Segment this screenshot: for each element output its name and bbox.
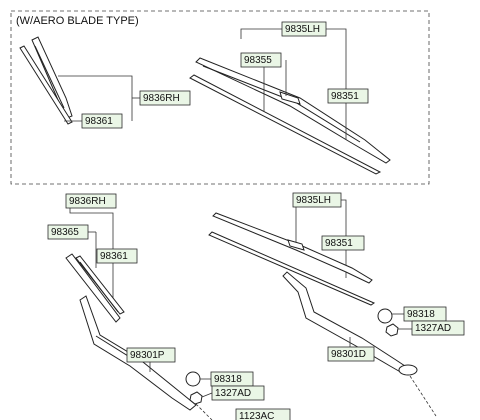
lh-cap-drawing [377, 308, 393, 324]
aero-rh-callouts [58, 75, 140, 122]
label-box-rh-arm [126, 347, 176, 363]
label-rh-refill-a: 98365 [51, 227, 79, 238]
label-box-rh-refill-b [96, 248, 138, 264]
label-box-aero-rh-blade [139, 90, 191, 106]
rh-blade-drawing [65, 253, 125, 323]
label-bolt: 1123AC [239, 411, 274, 420]
label-rh-nut: 1327AD [215, 388, 251, 399]
rh-arm-drawing [79, 295, 197, 411]
label-box-aero-rh-refill [81, 113, 123, 129]
label-box-rh-blade [65, 193, 117, 209]
label-box-aero-lh-refill [240, 52, 282, 68]
label-rh-arm: 98301P [130, 350, 165, 361]
label-rh-refill-b: 98361 [100, 251, 128, 262]
aero-group-frame [10, 10, 430, 185]
label-box-aero-lh-spacer [327, 88, 369, 104]
label-lh-cap: 98318 [407, 309, 435, 320]
lh-bolt-path [409, 375, 437, 417]
lh-callouts [295, 199, 347, 278]
label-box-lh-arm [327, 346, 375, 362]
label-lh-arm: 98301D [331, 349, 366, 360]
lh-nut-drawing [385, 323, 399, 337]
group-title: (W/AERO BLADE TYPE) [16, 15, 139, 27]
rh-bolt-path [195, 403, 213, 420]
aero-lh-callouts [240, 28, 347, 140]
rh-nut-drawing [189, 391, 203, 405]
label-rh-cap: 98318 [214, 374, 242, 385]
label-box-lh-nut [411, 320, 465, 336]
label-lh-nut: 1327AD [415, 323, 451, 334]
rh-callouts [69, 208, 114, 300]
label-lh-refill: 98351 [325, 238, 353, 249]
label-box-aero-lh-blade [281, 21, 327, 37]
lh-arm-drawing [282, 271, 418, 376]
label-lh-blade: 9835LH [296, 195, 331, 206]
label-box-rh-nut [211, 385, 265, 401]
label-box-bolt [235, 408, 291, 420]
label-aero-lh-blade: 9835LH [285, 24, 320, 35]
aero-lh-blade-drawing [189, 57, 391, 175]
rh-cap-drawing [185, 371, 201, 387]
aero-rh-blade-drawing [19, 36, 73, 125]
label-aero-lh-refill: 98355 [244, 55, 272, 66]
rh-nut-callout [201, 392, 213, 398]
lh-blade-drawing [208, 212, 376, 306]
label-rh-blade: 9836RH [69, 196, 106, 207]
label-aero-rh-blade: 9836RH [143, 93, 180, 104]
label-aero-lh-spacer: 98351 [331, 91, 359, 102]
label-box-lh-refill [321, 235, 365, 251]
label-aero-rh-refill: 98361 [85, 116, 113, 127]
